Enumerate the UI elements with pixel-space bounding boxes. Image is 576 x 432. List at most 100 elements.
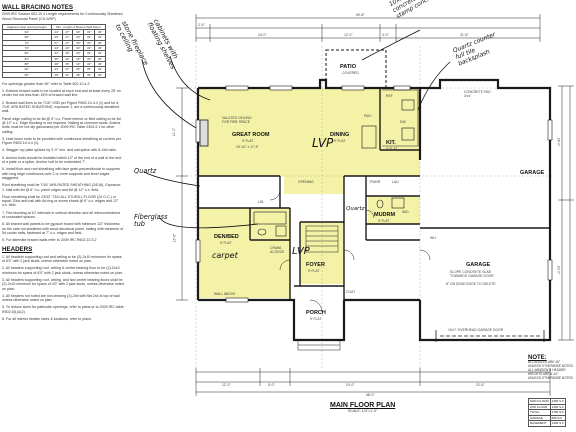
bracing-table-row: 72"27"27"30"33"36": [2, 39, 106, 47]
annotation-arrows: [141, 29, 451, 229]
bracing-table-cell: 88": [2, 60, 52, 68]
area-table-cell: 1390 S.F.: [549, 403, 567, 410]
floor-plan: GREAT ROOM 9' FLAT VAULTED CEILING FOR F…: [114, 0, 576, 432]
stair: [305, 225, 339, 253]
wall-bracing-note: 8. All braced wall panels to be gypsum b…: [2, 222, 124, 235]
bracing-table-cell: 36": [94, 34, 106, 41]
bracing-table-cell: 64": [2, 29, 52, 36]
note-lvp-foyer: LVP: [292, 246, 310, 257]
bracing-table-row: 88"38"35"33"33"36": [2, 60, 106, 68]
dim-bottom-a: 12'-3": [222, 383, 231, 387]
headers-notes: 1. All headers supporting roof and ceili…: [2, 255, 124, 322]
bracing-table-cell: 41": [61, 71, 74, 78]
headers-title: HEADERS: [2, 246, 33, 254]
header-note: 1. All headers supporting roof and ceili…: [2, 254, 122, 264]
note-lines: ALL ANGLES ARE 45°UNLESS OTHERWISE NOTED…: [528, 360, 574, 380]
floor-plan-drawing: [141, 14, 574, 396]
bracing-table-header: Min. Length of Braced Wall Panel: [50, 23, 107, 31]
dim-right-a: 24'-0": [556, 137, 561, 147]
wall-bracing-note: 6. Install floor and roof sheathing with…: [2, 167, 120, 180]
dim-top-b: 24'-0": [258, 33, 267, 37]
patio-outline: [325, 49, 387, 89]
label-dw: DW: [400, 120, 406, 124]
room-foyer: FOYER: [306, 262, 325, 268]
garage-note: 8" ON DEAD EDGE TO DELETE: [446, 282, 496, 286]
label-linen: LIN.: [258, 200, 265, 204]
garage-door: [435, 330, 545, 342]
bracing-table-cell: 36": [94, 50, 106, 57]
plan-scale: SCALE: 1/4"=1'-0": [348, 409, 378, 413]
bracing-table-cell: 76": [2, 45, 52, 52]
bracing-table-cell: 36": [94, 45, 106, 52]
great-room-detail: VAULTED CEILING FOR FIRE SPACE: [222, 116, 252, 124]
fireplace: [199, 119, 209, 147]
room-mudroom: MUDRM: [374, 212, 396, 218]
room-dining: DINING: [330, 132, 350, 138]
room-porch: PORCH: [306, 310, 326, 316]
area-table-cell: 1390 S.F.: [549, 420, 567, 427]
area-table-cell: 2780 S.F.: [549, 409, 567, 416]
bracing-table-row: 64"24"27"30"33"36": [2, 29, 106, 36]
note-line: UNLESS OTHERWISE NOTED: [528, 364, 573, 368]
header-note: 2. All headers supporting roof, ceiling …: [2, 266, 124, 275]
label-garage-door: 16'x7' OVERHEAD GARAGE DOOR: [448, 328, 504, 332]
bracing-table-row: 68"26"27"30"33"36": [2, 34, 106, 41]
bracing-table-cell: 36": [94, 71, 106, 78]
bracing-table-row: 80"32"30"30"33"36": [2, 50, 106, 57]
dim-bottom-d: 22'-6": [476, 383, 485, 387]
area-table-cell: TOTAL: [528, 409, 551, 416]
wall-bracing-title: WALL BRACING NOTES: [2, 4, 74, 11]
plan-title: MAIN FLOOR PLAN: [330, 402, 396, 409]
area-table-cell: 669 S.F.: [549, 414, 567, 421]
room-pwdr: PWDR: [370, 180, 381, 184]
room-garage-side: GARAGE: [520, 170, 545, 176]
dim-left-b: 15'-6": [172, 233, 177, 243]
bracing-table-cell: 38": [72, 71, 85, 78]
header-note: 3. All headers supporting roof, ceiling,…: [2, 277, 124, 291]
wall-bracing-note: Panel edge nailing to be 6d @ 6" o.c. Pa…: [2, 116, 121, 134]
note-quartz-bath: Quartz: [346, 206, 365, 212]
wall-bracing-note: Roof sheathing shall be 7/16" APA RATED …: [2, 183, 121, 192]
bracing-table-cell: 36": [94, 29, 106, 36]
label-wd: W/D: [402, 210, 409, 214]
bracing-table-cell: 36": [94, 39, 106, 47]
bracing-table-cell: 68": [2, 34, 52, 41]
mudroom-ceiling: 9' FLAT: [378, 219, 390, 223]
label-ref: REF: [386, 94, 393, 98]
bracing-table-row: 96"48"41"38"36"36": [2, 71, 106, 78]
room-patio: PATIO: [340, 64, 356, 70]
label-crawl: CRAWL ACCESS: [270, 246, 284, 254]
label-pantry: PAN.: [364, 114, 372, 118]
area-table-cell: 1390 S.F.: [549, 398, 567, 405]
kitchen-counters: [361, 89, 419, 149]
wall-bracing-note: 9. For alternate braced walls refer to 2…: [2, 238, 97, 243]
dim-top-e: 21'-6": [460, 33, 469, 37]
header-note: 4. All headers not noted are non-bearing…: [2, 293, 120, 303]
dim-bottom-c: 24'-0": [346, 383, 355, 387]
door-swings: [269, 189, 431, 313]
header-note: 6. For all interior header sizes & locat…: [2, 317, 92, 322]
bath-fixtures: [253, 197, 405, 237]
note-quartz-left: Quartz: [134, 167, 157, 175]
label-concrete-pad: CONCRETE PAD 3'x4': [464, 90, 491, 98]
dim-top-c: 12'-0": [344, 33, 353, 37]
wall-bracing-intro: 2009 IRC Section 602.10.4 Length require…: [2, 12, 123, 21]
dim-top-a: 2'-6": [198, 23, 205, 27]
windows: [195, 85, 553, 303]
bracing-table-cell: 36": [94, 55, 106, 62]
wall-bracing-note: For openings greater than 96" refer to T…: [2, 81, 90, 86]
title-block: MAIN FLOOR PLAN SCALE: 1/4"=1'-0": [330, 402, 395, 413]
bracing-table-cell: 92": [2, 66, 52, 73]
room-lau: LAU: [392, 180, 399, 184]
note-line: ALL ANGLES ARE 45°: [528, 360, 561, 364]
note-fiberglass-tub: Fiberglass tub: [134, 213, 168, 228]
note-block: NOTE: ALL ANGLES ARE 45°UNLESS OTHERWISE…: [528, 355, 574, 380]
den-bed-ceiling: 9' FLAT: [220, 241, 232, 245]
dim-bottom-overall: 68'-0": [366, 393, 375, 397]
